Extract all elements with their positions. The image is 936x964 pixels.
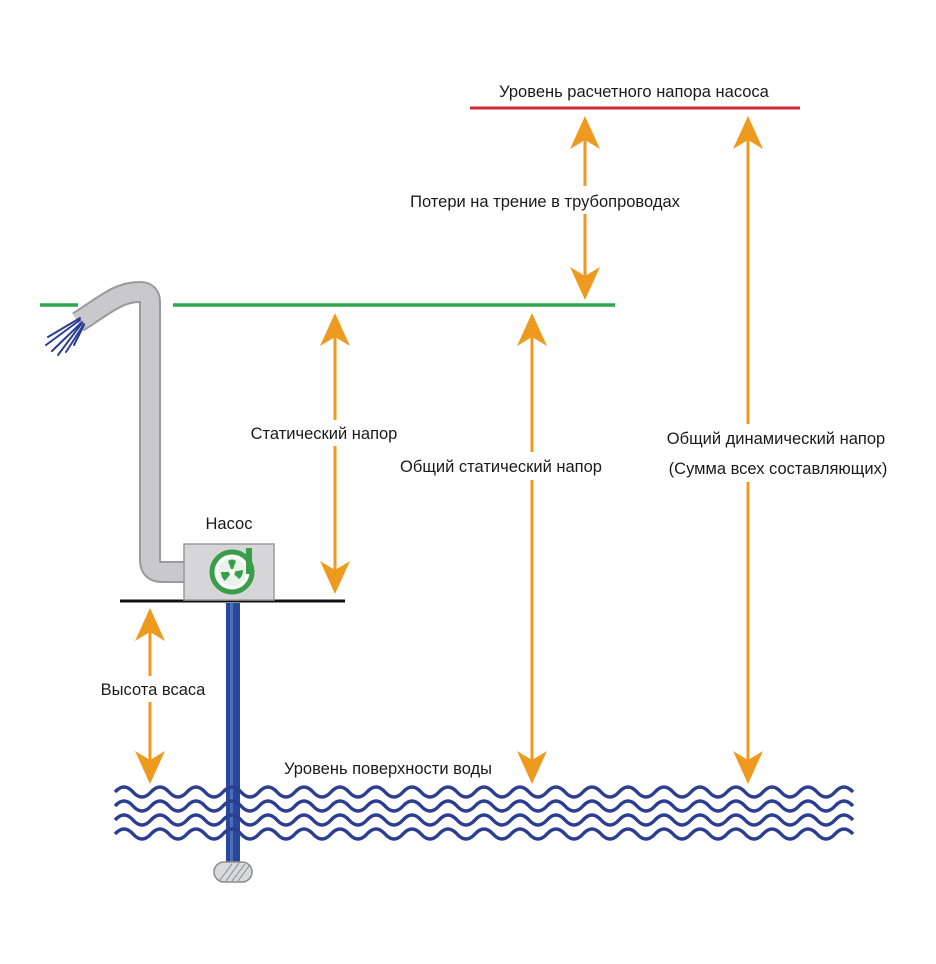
- discharge-pipe-fill: [73, 283, 186, 581]
- wave-line: [113, 785, 855, 799]
- wave-line: [113, 799, 855, 813]
- water-surface-level-label: Уровень поверхности воды: [284, 760, 492, 778]
- friction-loss-label: Потери на трение в трубопроводах: [410, 193, 681, 211]
- discharge-pipe: [72, 281, 186, 583]
- design-head-level-label: Уровень расчетного напора насоса: [499, 83, 770, 101]
- suction-pipe-highlight: [230, 603, 233, 865]
- wave-line: [113, 813, 855, 827]
- water-surface: [113, 785, 855, 841]
- total-static-head-label: Общий статический напор: [400, 458, 602, 476]
- strainer-icon: [213, 861, 253, 883]
- label-gap: [581, 186, 589, 214]
- wave-line: [113, 827, 855, 841]
- suction-lift-label: Высота всаса: [101, 681, 207, 699]
- pump-logo-icon: [209, 548, 255, 595]
- pump-label: Насос: [206, 515, 253, 533]
- static-head-label: Статический напор: [251, 425, 398, 443]
- label-gap: [528, 452, 536, 480]
- label-gap: [146, 676, 154, 702]
- total-dynamic-head-sublabel: (Сумма всех составляющих): [669, 460, 888, 478]
- total-dynamic-head-label: Общий динамический напор: [667, 430, 885, 448]
- label-gap: [331, 420, 339, 446]
- water-spray: [45, 317, 85, 356]
- label-gap: [744, 424, 752, 482]
- arrows: [135, 116, 763, 784]
- static-head-arrow: [320, 313, 350, 594]
- total-static-head-arrow: [517, 313, 547, 784]
